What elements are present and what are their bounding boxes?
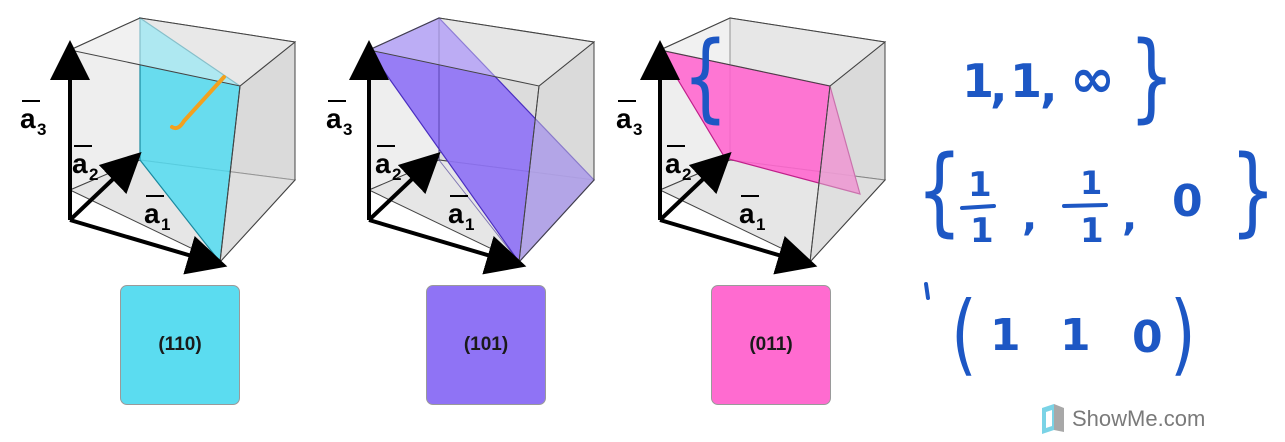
miller-indices-line: ( 1 1 0 ) [924, 282, 1196, 386]
svg-text:(: ( [951, 284, 977, 386]
svg-text:a: a [20, 103, 36, 134]
watermark-text: ShowMe.com [1072, 406, 1206, 431]
svg-text:2: 2 [392, 165, 401, 184]
miller-label-101: (101) [463, 334, 509, 355]
svg-text:,: , [1022, 194, 1037, 240]
svg-text:): ) [1170, 284, 1196, 386]
svg-text:∞: ∞ [1070, 47, 1115, 110]
axis-a3-label: a 3 [616, 100, 642, 139]
miller-card-101: (101) [426, 285, 546, 405]
svg-text:a: a [375, 148, 391, 179]
cube-110-diagram: a 3 a 2 a 1 [20, 16, 297, 275]
miller-label-011: (011) [749, 334, 793, 355]
svg-text:,: , [990, 59, 1007, 113]
svg-text:a: a [72, 148, 88, 179]
svg-text:1: 1 [968, 165, 992, 205]
axis-a2-label: a 2 [72, 145, 98, 184]
svg-text:1: 1 [1080, 164, 1102, 202]
axis-a1-label: a 1 [739, 195, 765, 234]
svg-text:2: 2 [89, 165, 98, 184]
axis-a2-arrow [658, 151, 732, 222]
cube-011-diagram: a 3 a 2 a 1 [616, 17, 887, 275]
miller-card-011: (011) [711, 285, 831, 405]
svg-text:a: a [448, 198, 464, 229]
svg-text:2: 2 [682, 165, 691, 184]
svg-text:3: 3 [633, 120, 642, 139]
svg-text:1: 1 [1080, 211, 1104, 251]
svg-text:{: { [683, 22, 729, 134]
svg-text:1: 1 [1060, 310, 1091, 361]
annotation-stroke [170, 75, 226, 131]
svg-text:}: } [1129, 22, 1175, 134]
svg-text:,: , [1040, 59, 1057, 113]
svg-text:a: a [326, 103, 342, 134]
axis-a3-label: a 3 [326, 100, 352, 139]
svg-text:1: 1 [465, 215, 474, 234]
svg-text:1: 1 [161, 215, 170, 234]
axis-a2-arrow [367, 151, 441, 222]
svg-text:3: 3 [343, 120, 352, 139]
svg-text:a: a [739, 198, 755, 229]
miller-card-110: (110) [120, 285, 240, 405]
svg-text:1: 1 [970, 211, 994, 251]
svg-text:1: 1 [1010, 54, 1042, 108]
svg-text:}: } [1230, 136, 1276, 248]
reciprocals-line: { 1 1 , 1 1 , 0 } [917, 136, 1276, 251]
showme-logo-icon [1042, 404, 1064, 434]
handwritten-notes: { 1 , 1 , ∞ } { 1 1 , 1 1 , 0 } ( 1 1 [683, 22, 1276, 386]
svg-text:,: , [1122, 194, 1137, 240]
axis-a1-arrow [659, 218, 818, 275]
axis-a1-arrow [368, 218, 527, 275]
axis-a1-label: a 1 [144, 195, 170, 234]
showme-watermark: ShowMe.com [1040, 402, 1205, 436]
svg-text:1: 1 [756, 215, 765, 234]
svg-text:3: 3 [37, 120, 46, 139]
svg-text:1: 1 [990, 310, 1021, 361]
svg-text:{: { [917, 136, 963, 248]
svg-text:a: a [616, 103, 632, 134]
svg-text:a: a [665, 148, 681, 179]
axis-a3-label: a 3 [20, 100, 46, 139]
svg-text:0: 0 [1132, 312, 1163, 363]
miller-label-110: (110) [158, 334, 202, 355]
svg-text:1: 1 [962, 54, 994, 108]
axis-a2-arrow [68, 151, 142, 222]
axis-a1-label: a 1 [448, 195, 474, 234]
axis-a2-label: a 2 [665, 145, 691, 184]
axis-a1-arrow [69, 218, 228, 275]
cube-101-diagram: a 3 a 2 a 1 [326, 17, 596, 275]
intercepts-line: { 1 , 1 , ∞ } [683, 22, 1175, 134]
axis-a2-label: a 2 [375, 145, 401, 184]
svg-text:0: 0 [1172, 176, 1203, 227]
svg-text:a: a [144, 198, 160, 229]
